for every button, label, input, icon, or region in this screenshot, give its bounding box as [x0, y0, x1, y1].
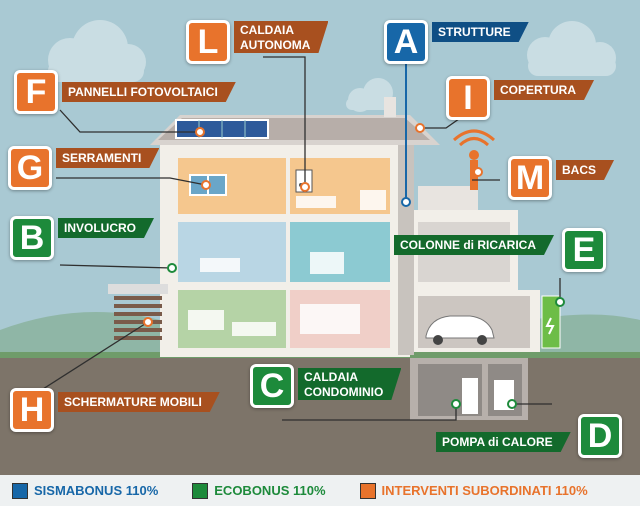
- legend-swatch-orange: [359, 482, 376, 499]
- label-serramenti: SERRAMENTI: [56, 148, 159, 168]
- badge-l: L: [186, 20, 230, 64]
- label-bacs: BACS: [556, 160, 614, 180]
- label-colonne-di-ricarica: COLONNE di RICARICA: [394, 235, 554, 255]
- legend-swatch-green: [192, 482, 209, 499]
- badge-c: C: [250, 364, 294, 408]
- label-involucro: INVOLUCRO: [58, 218, 154, 238]
- label-schermature-mobili: SCHERMATURE MOBILI: [58, 392, 220, 412]
- label-strutture: STRUTTURE: [432, 22, 529, 42]
- badge-a: A: [384, 20, 428, 64]
- badge-d: D: [578, 414, 622, 458]
- legend: SISMABONUS 110% ECOBONUS 110% INTERVENTI…: [0, 475, 640, 506]
- label-caldaia-condominio-line1: CALDAIA: [304, 370, 358, 384]
- badge-e: E: [562, 228, 606, 272]
- legend-swatch-blue: [12, 482, 28, 499]
- badge-m: M: [508, 156, 552, 200]
- legend-item-sismabonus: SISMABONUS 110%: [12, 482, 159, 499]
- clouds: [48, 20, 616, 112]
- legend-label-interventi-subordinati: INTERVENTI SUBORDINATI 110%: [381, 483, 588, 498]
- badge-i: I: [446, 76, 490, 120]
- label-caldaia-autonoma-line1: CALDAIA: [240, 23, 294, 37]
- label-pompa-di-calore: POMPA di CALORE: [436, 432, 571, 452]
- legend-label-ecobonus: ECOBONUS 110%: [214, 483, 326, 498]
- label-caldaia-autonoma-line2: AUTONOMA: [240, 38, 311, 52]
- label-caldaia-condominio-line2: CONDOMINIO: [304, 385, 384, 399]
- legend-item-ecobonus: ECOBONUS 110%: [192, 482, 326, 499]
- label-caldaia-condominio: CALDAIA CONDOMINIO: [298, 368, 401, 400]
- label-copertura: COPERTURA: [494, 80, 594, 100]
- ev-charger: [541, 295, 561, 349]
- legend-item-interventi-subordinati: INTERVENTI SUBORDINATI 110%: [359, 482, 588, 499]
- label-caldaia-autonoma: CALDAIA AUTONOMA: [234, 21, 328, 53]
- badge-f: F: [14, 70, 58, 114]
- legend-label-sismabonus: SISMABONUS 110%: [34, 483, 159, 498]
- badge-h: H: [10, 388, 54, 432]
- badge-b: B: [10, 216, 54, 260]
- label-pannelli-fotovoltaici: PANNELLI FOTOVOLTAICI: [62, 82, 236, 102]
- badge-g: G: [8, 146, 52, 190]
